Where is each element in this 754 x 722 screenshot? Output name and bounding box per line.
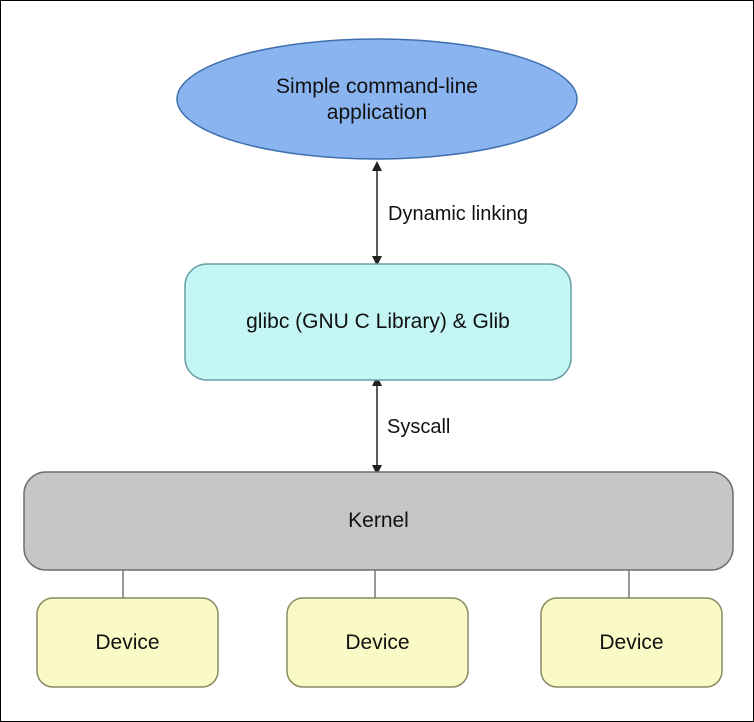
device-label-3: Device — [599, 630, 664, 654]
glibc-box — [184, 263, 572, 381]
application-label: Simple command-line application — [207, 60, 547, 140]
device-box-3 — [540, 597, 723, 688]
application-label-line-1: Simple command-line — [276, 75, 478, 98]
device-box-1 — [36, 597, 219, 688]
kernel-box — [23, 471, 734, 571]
glibc-label: glibc (GNU C Library) & Glib — [246, 310, 510, 333]
application-label-line-2: application — [326, 101, 428, 124]
device-label-1: Device — [95, 630, 160, 654]
dynamic-linking-label: Dynamic linking — [388, 203, 529, 225]
device-box-2 — [286, 597, 469, 688]
device-label-2: Device — [345, 630, 410, 654]
kernel-label: Kernel — [348, 509, 409, 532]
syscall-label: Syscall — [387, 416, 451, 438]
application-ellipse — [176, 38, 578, 160]
